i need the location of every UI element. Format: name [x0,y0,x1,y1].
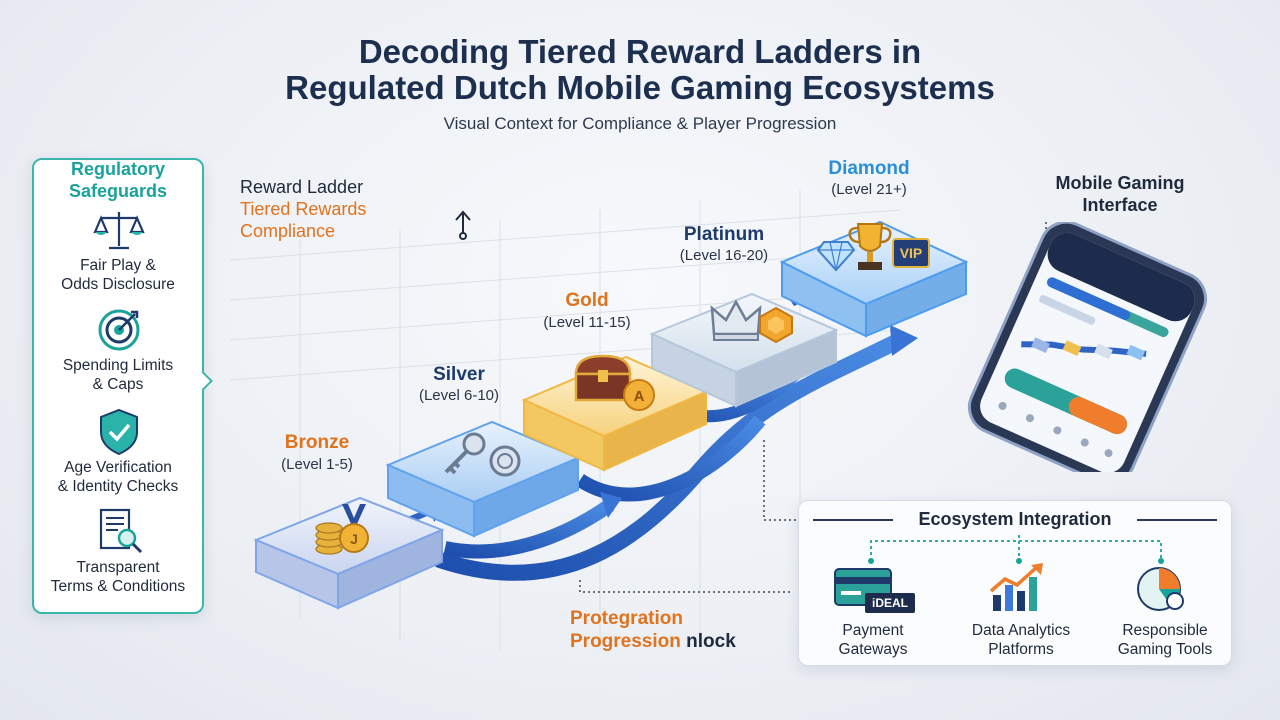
svg-text:A: A [634,388,645,405]
eco-label-1-line2: Gateways [838,641,908,658]
eco-label-3-line2: Gaming Tools [1117,641,1213,658]
safeguard-label-2-line1: Spending Limits [62,357,174,374]
safeguards-title-line1: Regulatory [70,159,166,179]
progression-line2: Progression [570,631,681,652]
safeguard-label-1-line2: Odds Disclosure [61,276,175,293]
tier-name-silver: Silver [433,364,485,385]
safeguard-label-3-line1: Age Verification [64,459,172,476]
safeguard-label-2-line2: & Caps [92,376,144,393]
safeguard-label-3-line2: & Identity Checks [57,478,179,495]
safeguard-label-1-line1: Fair Play & [80,257,156,274]
silver-step [385,420,581,538]
key-icon [444,432,486,475]
medal-icon: J [339,504,369,553]
eco-label-3-line1: Responsible [1122,622,1208,639]
eco-label-1-line1: Payment [842,622,904,639]
tier-level-diamond: (Level 21+) [831,181,907,198]
page-title-line1: Decoding Tiered Reward Ladders in [358,33,922,70]
trophy-icon [848,223,892,270]
shield-check-icon [100,408,138,456]
safeguard-label-4-line1: Transparent [76,559,160,576]
pie-chart-icon [1137,567,1184,611]
scales-icon [93,212,145,250]
tier-level-gold: (Level 11-15) [543,314,631,331]
svg-text:J: J [350,531,358,547]
gold-coin-icon: A [623,379,655,411]
tier-level-silver: (Level 6-10) [418,387,500,404]
document-search-icon [99,508,143,554]
page-subtitle: Visual Context for Compliance & Player P… [443,114,837,133]
progression-label: Protegration Progression nlock [570,607,736,653]
tier-level-bronze: (Level 1-5) [281,456,353,473]
safeguard-label-4-line2: Terms & Conditions [50,578,186,595]
vip-badge: VIP [892,238,930,268]
tier-name-platinum: Platinum [683,224,765,245]
hexagon-badge-icon [759,306,793,344]
ecosystem-title: Ecosystem Integration [918,509,1112,529]
ecosystem-connectors [868,535,1164,564]
ladder-heading-line3: Compliance [240,221,336,241]
page-title-line2: Regulated Dutch Mobile Gaming Ecosystems [285,69,995,106]
regulatory-safeguards-panel: Regulatory Safeguards Fair Play & Odds D… [32,158,204,614]
treasure-chest-icon [574,354,632,402]
mobile-title-line1: Mobile Gaming [1055,173,1185,193]
eco-label-2-line1: Data Analytics [971,622,1071,639]
ecosystem-integration-panel: Ecosystem Integration iDEAL Payment Gate… [798,500,1232,666]
phone-mockup [967,222,1207,472]
token-icon [489,445,521,477]
eco-label-2-line2: Platforms [988,641,1054,658]
tier-level-platinum: (Level 16-20) [679,247,769,264]
diamond-icon [816,241,856,272]
up-arrow-icon [455,210,471,240]
tier-name-gold: Gold [565,290,609,311]
ladder-heading-line1: Reward Ladder [240,177,364,197]
progression-line1: Protegration [570,608,683,629]
progression-line2-suffix: nlock [680,631,736,652]
crown-icon [710,299,762,341]
tier-name-bronze: Bronze [284,432,350,453]
safeguards-title-line2: Safeguards [68,181,168,201]
analytics-chart-icon [989,563,1043,611]
target-icon [98,309,140,351]
mobile-title-line2: Interface [1082,195,1158,215]
tier-name-diamond: Diamond [828,158,910,179]
ideal-badge: iDEAL [865,593,915,613]
ladder-heading-line2: Tiered Rewards [240,199,367,219]
